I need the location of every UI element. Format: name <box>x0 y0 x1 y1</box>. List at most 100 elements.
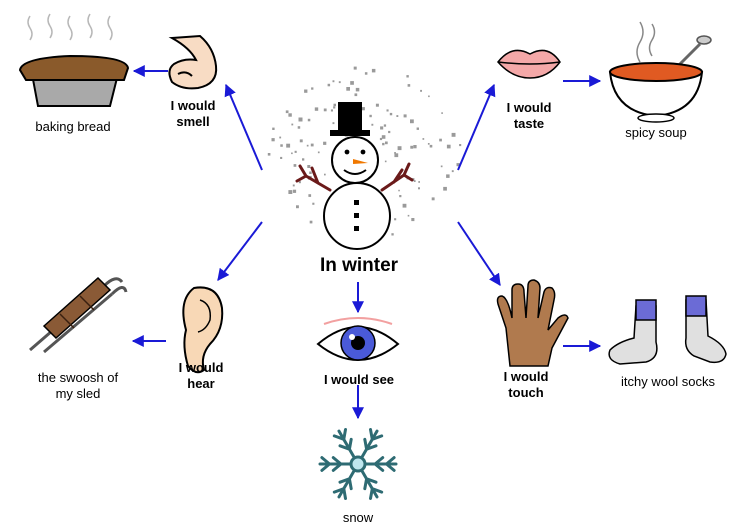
snow-speckle <box>309 172 312 175</box>
snow-speckle <box>376 104 379 107</box>
snow-speckle <box>333 106 335 108</box>
snow-speckle <box>387 109 389 111</box>
bread-icon <box>20 14 128 106</box>
snow-speckle <box>371 124 373 126</box>
sled-line1: the swoosh of <box>16 370 140 386</box>
sled-label: the swoosh of my sled <box>16 370 140 402</box>
sense-see-label: I would see <box>304 372 414 388</box>
socks-icon <box>609 296 726 364</box>
snow-speckle <box>410 119 414 123</box>
snow-speckle <box>439 139 442 142</box>
snowman-icon <box>297 102 412 249</box>
snow-speckle <box>286 110 289 113</box>
taste-line2: taste <box>492 116 566 132</box>
snow-speckle <box>279 137 281 139</box>
snow-speckle <box>385 161 387 163</box>
snow-speckle <box>311 87 313 89</box>
snow-speckle <box>365 72 368 75</box>
snow-speckle <box>413 145 416 148</box>
snow-speckle <box>333 122 335 124</box>
snow-speckle <box>293 190 296 193</box>
snow-speckle <box>346 87 350 91</box>
snow-speckle <box>304 90 307 93</box>
snowflake-icon <box>320 430 396 499</box>
snow-speckle <box>295 151 297 153</box>
snow-speckle <box>328 84 331 87</box>
snow-speckle <box>428 96 430 98</box>
snow-speckle <box>350 81 354 85</box>
snow-speckle <box>404 114 407 117</box>
snow-speckle <box>385 142 388 145</box>
soup-icon <box>610 22 711 122</box>
snow-speckle <box>291 124 293 126</box>
snow-speckle <box>418 181 420 183</box>
center-label: In winter <box>300 258 418 274</box>
snow-label: snow <box>328 510 388 526</box>
snow-speckle <box>372 69 376 73</box>
snow-speckle <box>288 113 291 116</box>
snow-speckle <box>315 107 318 110</box>
snow-speckle <box>382 143 384 145</box>
snow-speckle <box>384 124 386 126</box>
snow-speckle <box>272 138 275 141</box>
snow-speckle <box>417 128 419 130</box>
bread-label: baking bread <box>18 119 128 135</box>
nose-icon <box>169 36 216 88</box>
snow-speckle <box>280 144 283 147</box>
snow-speckle <box>403 204 407 208</box>
hear-line1: I would <box>166 360 236 376</box>
smell-line2: smell <box>158 114 228 130</box>
snow-speckle <box>459 144 461 146</box>
arrow-to-smell <box>226 85 262 170</box>
snow-speckle <box>391 233 393 235</box>
snow-speckle <box>362 107 365 110</box>
snow-speckle <box>356 88 360 92</box>
snow-speckle <box>308 119 311 122</box>
hand-icon <box>498 280 569 366</box>
snow-speckle <box>286 144 290 148</box>
snow-speckle <box>452 133 456 137</box>
snow-speckle <box>324 109 327 112</box>
snow-speckle <box>406 75 408 77</box>
snow-speckle <box>394 152 396 154</box>
snow-speckle <box>408 215 410 217</box>
sled-icon <box>30 278 126 352</box>
sense-smell-label: I would smell <box>158 98 228 130</box>
snow-speckle <box>390 113 392 115</box>
touch-line2: touch <box>488 385 564 401</box>
snow-speckle <box>307 145 309 147</box>
snow-speckle <box>293 185 295 187</box>
snow-speckle <box>294 164 297 167</box>
lips-icon <box>498 50 560 78</box>
snow-speckle <box>268 153 271 156</box>
snow-speckle <box>441 112 443 114</box>
snow-speckle <box>312 203 314 205</box>
arrow-to-taste <box>458 85 494 170</box>
snow-speckle <box>311 144 314 147</box>
snow-speckle <box>296 205 299 208</box>
snow-speckle <box>310 221 313 224</box>
snow-speckle <box>396 115 398 117</box>
snow-speckle <box>318 152 320 154</box>
snow-speckle <box>272 128 274 130</box>
snow-speckle <box>333 80 335 82</box>
snow-speckle <box>323 142 326 145</box>
taste-line1: I would <box>492 100 566 116</box>
snow-speckle <box>354 67 357 70</box>
touch-line1: I would <box>488 369 564 385</box>
snow-speckle <box>423 138 425 140</box>
snow-speckle <box>452 170 454 172</box>
sense-touch-label: I would touch <box>488 369 564 401</box>
snow-speckle <box>288 190 292 194</box>
snow-speckle <box>446 174 450 178</box>
snow-speckle <box>447 145 451 149</box>
snow-speckle <box>299 118 303 122</box>
snow-speckle <box>394 153 398 157</box>
snow-speckle <box>280 157 282 159</box>
eye-icon <box>318 318 398 360</box>
snow-speckle <box>441 166 443 168</box>
snow-speckle <box>298 126 301 129</box>
hear-line2: hear <box>166 376 236 392</box>
snow-speckle <box>398 146 402 150</box>
snow-speckle <box>302 158 304 160</box>
